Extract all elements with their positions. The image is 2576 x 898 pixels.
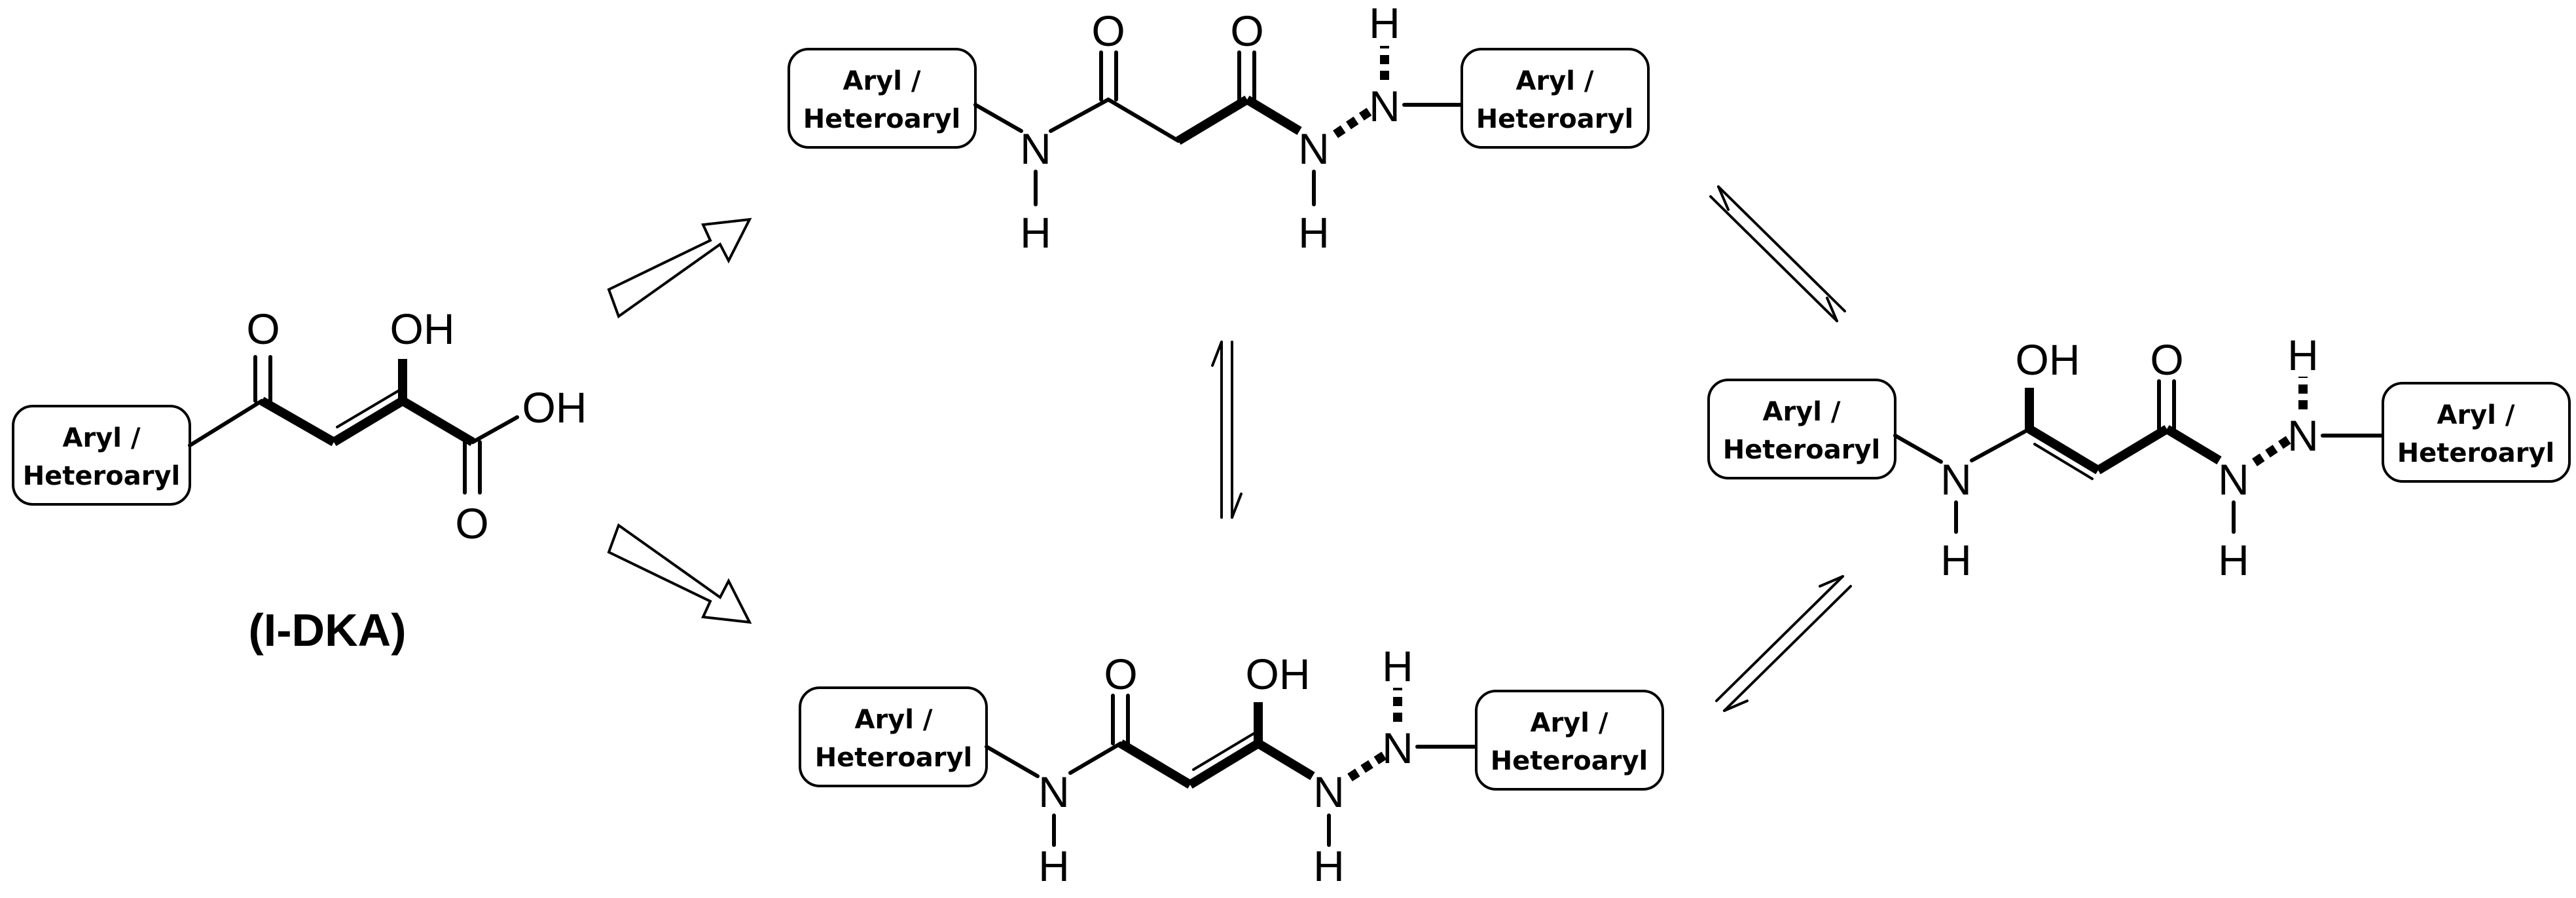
atom-oh: OH [390, 305, 455, 353]
atom-n: N [1313, 768, 1345, 816]
atom-n: N [1940, 455, 1972, 504]
substituent-label-line2: Heteroaryl [1476, 104, 1634, 134]
atom-h: H [1298, 208, 1330, 257]
substituent-label-line2: Heteroaryl [803, 104, 961, 134]
atom-n: N [1038, 768, 1070, 816]
reaction-arrow-icon [607, 217, 752, 319]
substituent-label-line1: Aryl / [62, 423, 140, 453]
substituent-box [799, 686, 988, 787]
atom-n: N [1369, 82, 1400, 130]
atom-o: O [1230, 7, 1263, 55]
atom-h: H [1020, 208, 1051, 257]
atom-n: N [1382, 724, 1413, 772]
substituent-label-line2: Heteroaryl [2397, 438, 2555, 468]
atom-n: N [2287, 411, 2319, 460]
bottom-structure: Aryl / Heteroaryl N H O OH N H N H Aryl … [799, 642, 1664, 890]
atom-o: O [1104, 650, 1137, 698]
substituent-label-line1: Aryl / [1515, 66, 1593, 96]
atom-o: O [1091, 7, 1125, 55]
equilibrium-icon [1715, 575, 1852, 712]
equilibrium-icon [1709, 185, 1846, 322]
atom-n: N [1020, 124, 1051, 173]
substituent-box [12, 405, 191, 506]
substituent-label-line1: Aryl / [1530, 708, 1608, 738]
atom-h: H [2287, 331, 2319, 379]
substituent-box [1475, 690, 1664, 791]
atom-oh: OH [522, 383, 587, 432]
compound-caption: (I-DKA) [248, 605, 406, 656]
substituent-box [788, 48, 977, 149]
equilibrium-icon [1211, 341, 1243, 519]
atom-o: O [455, 499, 488, 548]
substituent-box [2382, 382, 2571, 483]
substituent-label-line1: Aryl / [2437, 400, 2514, 430]
substituent-label-line2: Heteroaryl [23, 461, 181, 491]
substituent-label-line1: Aryl / [854, 705, 932, 735]
atom-o: O [2150, 335, 2183, 384]
atom-n: N [1298, 124, 1330, 173]
atom-oh: OH [1246, 650, 1311, 698]
atom-h: H [1382, 642, 1413, 690]
top-structure: Aryl / Heteroaryl N H O O N H N H Aryl /… [788, 0, 1650, 257]
substituent-label-line1: Aryl / [843, 66, 920, 96]
atom-h: H [1313, 842, 1345, 890]
atom-n: N [2218, 455, 2249, 504]
i-dka-structure: Aryl / Heteroaryl O OH OH O (I-DKA) [12, 305, 587, 656]
atom-o: O [246, 305, 280, 353]
substituent-box [1707, 379, 1896, 479]
right-structure: Aryl / Heteroaryl N H OH O N H N H Aryl … [1707, 331, 2571, 584]
reaction-arrow-icon [607, 523, 752, 624]
substituent-label-line2: Heteroaryl [815, 743, 973, 773]
atom-h: H [1369, 0, 1400, 47]
atom-h: H [2218, 536, 2249, 584]
substituent-box [1460, 48, 1650, 149]
substituent-label-line2: Heteroaryl [1491, 746, 1648, 776]
atom-h: H [1038, 842, 1070, 890]
atom-h: H [1940, 536, 1972, 584]
substituent-label-line2: Heteroaryl [1723, 435, 1881, 465]
atom-oh: OH [2016, 335, 2080, 384]
substituent-label-line1: Aryl / [1762, 397, 1840, 427]
